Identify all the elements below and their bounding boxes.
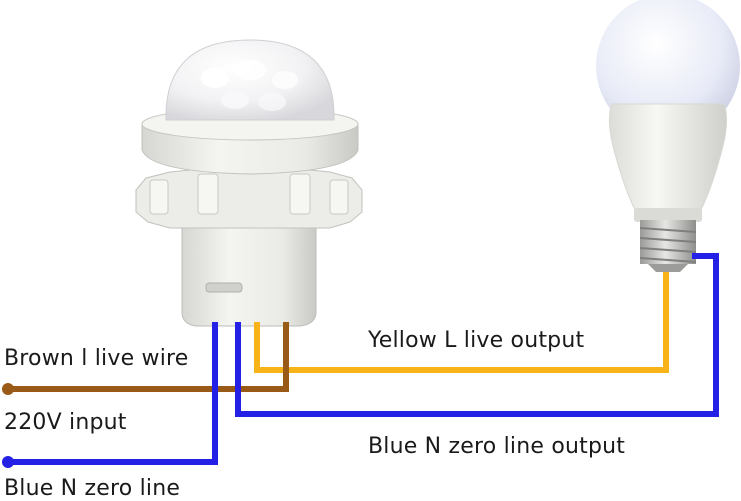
brown-live-wire-label: Brown l live wire: [4, 346, 189, 371]
brown-wire: [8, 322, 289, 392]
yellow-live-output-label: Yellow L live output: [368, 328, 585, 353]
bulb-neck: [608, 103, 728, 213]
sensor-slot: [205, 282, 243, 293]
blue-input-wire: [8, 322, 218, 465]
sensor-body: [181, 225, 317, 327]
blue-output-wire: [235, 253, 719, 417]
led-bulb: [596, 0, 740, 272]
brown-wire-end: [2, 383, 14, 395]
sensor-nut-ring: [135, 169, 363, 229]
bulb-screw-base: [639, 220, 697, 272]
pir-sensor: [135, 39, 363, 327]
input-voltage-label: 220V input: [4, 410, 127, 435]
yellow-wire: [254, 272, 669, 373]
blue-zero-line-label: Blue N zero line: [4, 476, 181, 501]
bulb-globe: [596, 0, 740, 138]
blue-wire-end: [2, 456, 14, 468]
blue-zero-output-label: Blue N zero line output: [368, 434, 626, 459]
